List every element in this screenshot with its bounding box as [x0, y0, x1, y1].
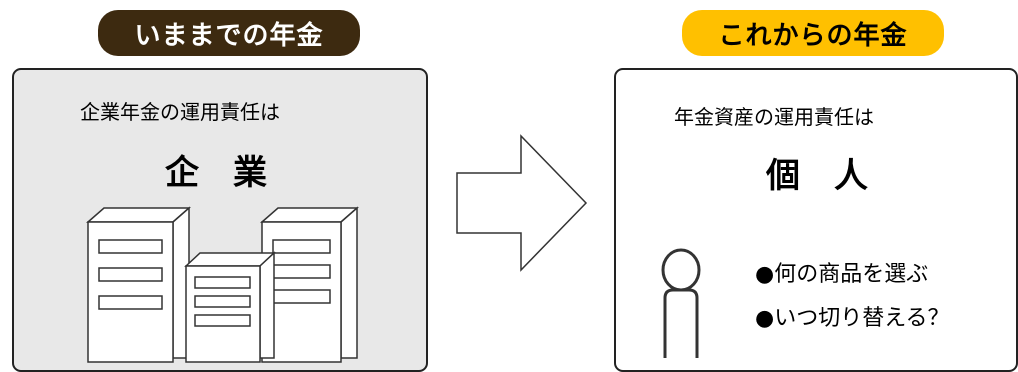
- bullet-when-switch: ●いつ切り替える？: [755, 306, 950, 331]
- before-badge: いままでの年金: [98, 10, 360, 56]
- before-responsible: 企 業: [165, 153, 267, 193]
- after-badge: これからの年金: [682, 10, 944, 56]
- bullet-choose-product: ●何の商品を選ぶ: [755, 262, 929, 287]
- after-responsible: 個 人: [766, 156, 868, 196]
- after-caption: 年金資産の運用責任は: [674, 105, 874, 129]
- before-caption: 企業年金の運用責任は: [80, 100, 280, 124]
